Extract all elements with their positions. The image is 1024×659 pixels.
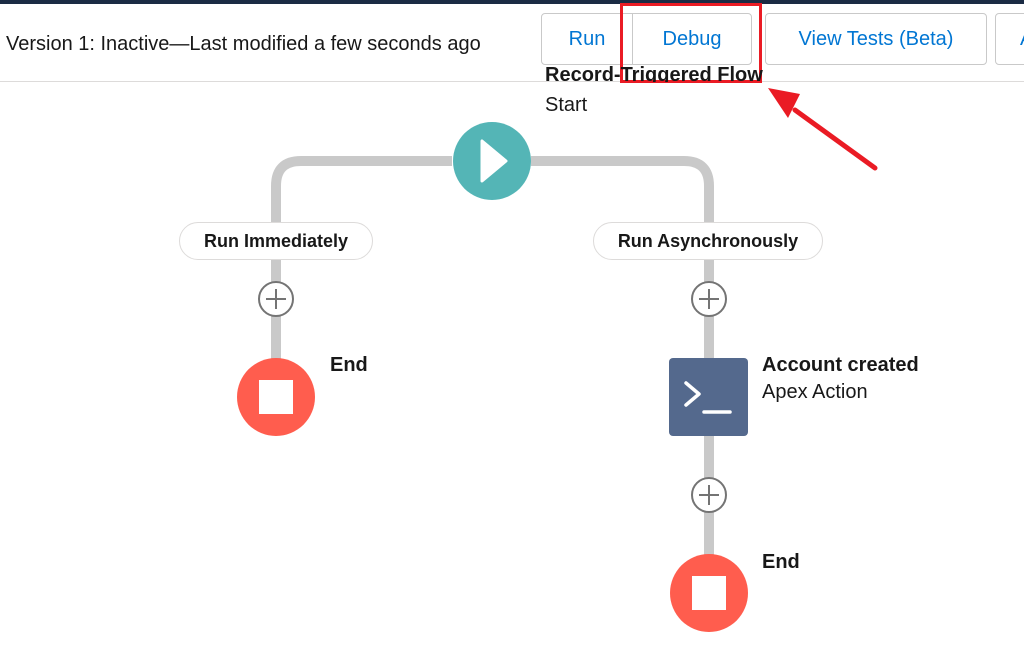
- right-branch-connector: [531, 156, 714, 360]
- apex-code-icon: [684, 381, 701, 407]
- play-icon: [480, 139, 508, 183]
- end-node-left-label: End: [330, 354, 368, 376]
- plus-icon: [266, 289, 286, 309]
- left-branch-connector: [271, 156, 452, 360]
- apex-action-label: Account created: [762, 354, 919, 376]
- apex-action-node[interactable]: [669, 358, 748, 436]
- run-button[interactable]: Run: [541, 13, 633, 65]
- overflow-button[interactable]: A: [995, 13, 1024, 65]
- add-element-button-left[interactable]: [258, 281, 294, 317]
- plus-icon: [699, 485, 719, 505]
- add-element-button-after-action[interactable]: [691, 477, 727, 513]
- end-node-right[interactable]: [670, 554, 748, 632]
- debug-highlight-box: [620, 3, 762, 83]
- annotation-arrow: [768, 88, 878, 171]
- version-status: Version 1: Inactive—Last modified a few …: [6, 33, 481, 55]
- plus-icon: [699, 289, 719, 309]
- debug-button[interactable]: Debug: [632, 13, 752, 65]
- start-node[interactable]: [453, 122, 531, 200]
- stop-icon: [692, 576, 726, 610]
- add-element-button-right[interactable]: [691, 281, 727, 317]
- end-node-left[interactable]: [237, 358, 315, 436]
- stop-icon: [259, 380, 293, 414]
- apex-action-type: Apex Action: [762, 381, 868, 403]
- start-node-subtitle: Start: [545, 94, 588, 116]
- start-node-title: Record-Triggered Flow: [545, 66, 763, 82]
- end-node-right-label: End: [762, 551, 800, 573]
- view-tests-button[interactable]: View Tests (Beta): [765, 13, 987, 65]
- top-accent-bar: [0, 0, 1024, 4]
- path-label-run-asynchronously[interactable]: Run Asynchronously: [593, 222, 823, 260]
- path-label-run-immediately[interactable]: Run Immediately: [179, 222, 373, 260]
